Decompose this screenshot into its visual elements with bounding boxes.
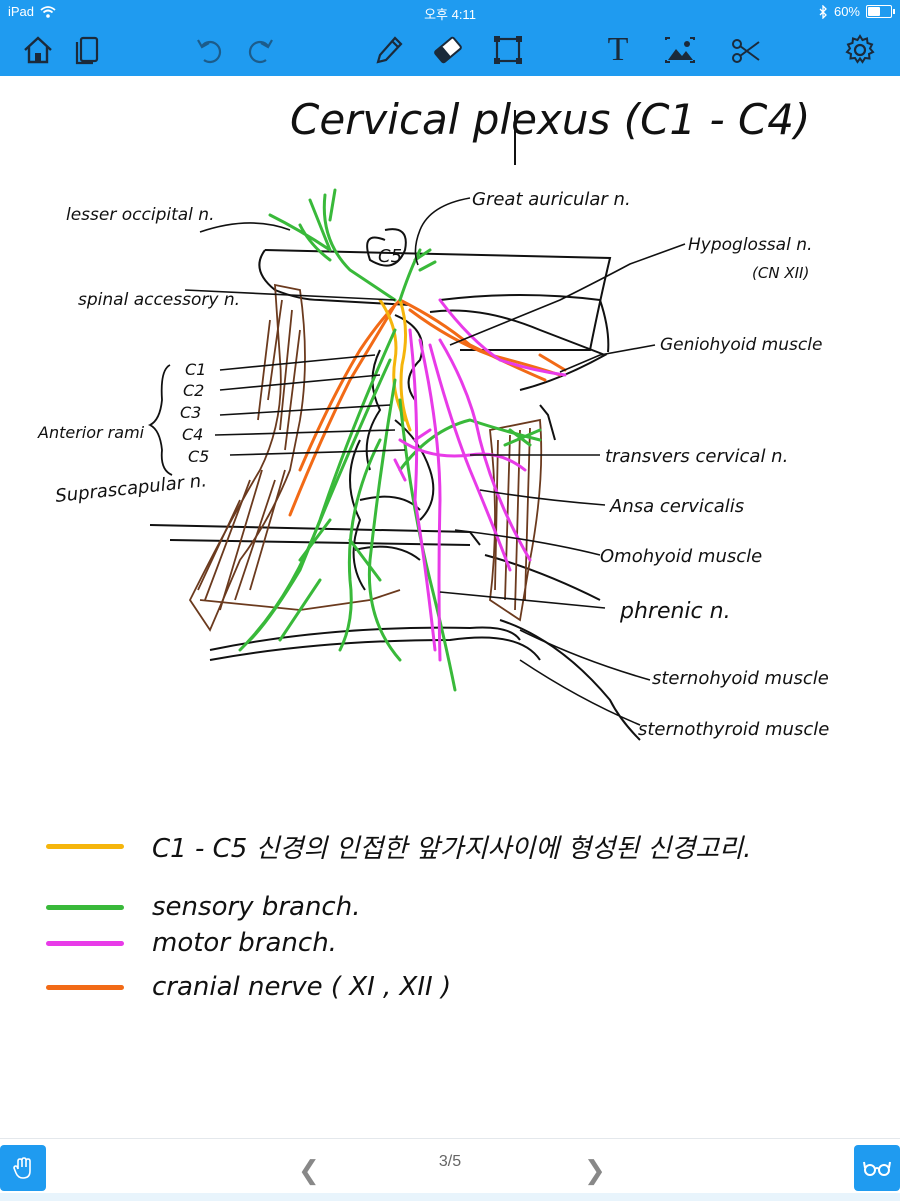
legend-item-plexus-loop: C1 - C5 신경의 인접한 앞가지사이에 형성된 신경고리. (46, 828, 751, 865)
legend-text-cranial: cranial nerve ( XI , XII ) (152, 972, 452, 1002)
legend-swatch-sensory (46, 904, 124, 910)
eraser-icon[interactable] (428, 30, 468, 70)
handwritten-drawing: Cervical plexus (C1 - C4) (37, 95, 829, 741)
muscles (188, 283, 543, 632)
label-c1: C1 (185, 360, 206, 379)
cranial-nerves (288, 298, 567, 517)
label-anterior-rami: Anterior rami (37, 423, 145, 442)
bluetooth-icon (819, 4, 827, 19)
reading-glasses-icon[interactable] (854, 1145, 900, 1191)
wifi-icon (40, 5, 56, 18)
sensory-branches (238, 188, 542, 692)
gear-icon[interactable] (840, 30, 880, 70)
battery-fill (868, 7, 880, 16)
status-bar: iPad 오후 4:11 60% (0, 0, 900, 24)
next-page-icon[interactable]: ❯ (584, 1155, 606, 1185)
label-phrenic: phrenic n. (619, 599, 731, 624)
image-icon[interactable] (660, 30, 700, 70)
legend-text-motor: motor branch. (152, 928, 337, 958)
left-labels: lesser occipital n. spinal accessory n. … (37, 205, 240, 507)
text-tool-icon[interactable]: T (607, 31, 629, 68)
toolbar: T (0, 24, 900, 76)
home-icon[interactable] (18, 30, 58, 70)
label-omohyoid: Omohyoid muscle (600, 546, 762, 567)
legend-text-loop: C1 - C5 신경의 인접한 앞가지사이에 형성된 신경고리. (152, 834, 752, 864)
label-hypoglossal-cn: (CN XII) (752, 264, 809, 282)
label-suprascapular: Suprascapular n. (54, 470, 207, 507)
legend-swatch-cranial (46, 984, 124, 990)
label-sternohyoid: sternohyoid muscle (652, 668, 829, 689)
legend-swatch-loop (46, 844, 124, 849)
note-page[interactable]: Cervical plexus (C1 - C4) (0, 76, 900, 1138)
undo-icon[interactable] (190, 30, 230, 70)
note-title: Cervical plexus (C1 - C4) (290, 95, 810, 144)
leader-lines (184, 197, 686, 726)
label-c3: C3 (180, 403, 201, 422)
legend-item-motor: motor branch. (46, 928, 337, 958)
scissors-icon[interactable] (725, 30, 765, 70)
motor-branches (393, 298, 567, 662)
pen-icon[interactable] (368, 30, 408, 70)
neck-outline (149, 228, 641, 741)
label-geniohyoid: Geniohyoid muscle (660, 335, 822, 355)
pages-icon[interactable] (68, 30, 108, 70)
label-c5-top: C5 (378, 246, 402, 267)
redo-icon[interactable] (240, 30, 280, 70)
right-labels: C5 Great auricular n. Hypoglossal n. (CN… (378, 189, 829, 740)
label-c5: C5 (188, 447, 209, 466)
legend-text-sensory: sensory branch. (152, 892, 361, 922)
legend-item-cranial: cranial nerve ( XI , XII ) (46, 972, 451, 1002)
device-name: iPad (8, 4, 35, 19)
rami-brace (147, 364, 173, 476)
battery-percent: 60% (833, 4, 860, 19)
label-ansa-cervicalis: Ansa cervicalis (609, 496, 744, 517)
label-c2: C2 (183, 381, 204, 400)
plexus-loops (378, 298, 412, 432)
label-c4: C4 (182, 425, 203, 444)
bottom-bar: ❮ 3/5 ❯ (0, 1138, 900, 1201)
prev-page-icon[interactable]: ❮ (298, 1155, 320, 1185)
legend-item-sensory: sensory branch. (46, 892, 360, 922)
battery-icon (866, 5, 895, 18)
hand-tool-icon[interactable] (0, 1145, 46, 1191)
label-transverse-cervical: transvers cervical n. (605, 446, 788, 467)
label-great-auricular: Great auricular n. (472, 189, 631, 210)
top-bar: iPad 오후 4:11 60% (0, 0, 900, 76)
label-lesser-occipital: lesser occipital n. (66, 205, 214, 225)
lasso-select-icon[interactable] (488, 30, 528, 70)
status-time: 오후 4:11 (424, 7, 476, 22)
label-hypoglossal: Hypoglossal n. (688, 235, 812, 255)
page-indicator: 3/5 (438, 1153, 462, 1170)
label-sternothyroid: sternothyroid muscle (638, 719, 829, 740)
legend-swatch-motor (46, 940, 124, 946)
label-spinal-accessory: spinal accessory n. (78, 290, 240, 310)
